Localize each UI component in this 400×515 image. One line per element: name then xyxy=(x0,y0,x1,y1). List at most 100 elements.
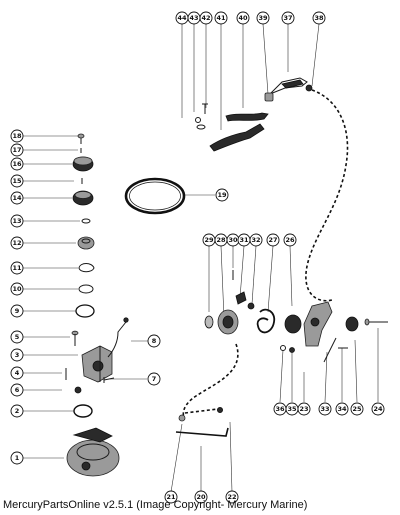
callout-31: 31 xyxy=(237,233,251,247)
callout-6: 6 xyxy=(10,383,24,397)
svg-text:32: 32 xyxy=(251,236,260,244)
svg-text:36: 36 xyxy=(275,405,285,413)
bushing-part-25 xyxy=(345,316,359,332)
callout-2: 2 xyxy=(10,404,24,418)
svg-text:43: 43 xyxy=(189,14,198,22)
housing-part-3 xyxy=(81,345,113,383)
svg-text:31: 31 xyxy=(239,236,249,244)
washer-part-44 xyxy=(196,124,206,130)
callout-13: 13 xyxy=(10,214,24,228)
callout-3: 3 xyxy=(10,348,24,362)
svg-text:11: 11 xyxy=(12,264,22,272)
callout-19: 19 xyxy=(215,188,229,202)
svg-text:3: 3 xyxy=(15,351,20,359)
svg-text:35: 35 xyxy=(287,405,297,413)
svg-text:44: 44 xyxy=(177,14,187,22)
nut-part-36 xyxy=(280,345,286,351)
svg-text:12: 12 xyxy=(12,239,21,247)
svg-text:25: 25 xyxy=(352,405,362,413)
svg-text:10: 10 xyxy=(12,285,22,293)
callout-28: 28 xyxy=(214,233,228,247)
callout-26: 26 xyxy=(283,233,297,247)
clip-part-21 xyxy=(178,414,186,422)
callout-11: 11 xyxy=(10,261,24,275)
callout-24: 24 xyxy=(371,402,385,416)
callout-42: 42 xyxy=(199,11,213,25)
callout-17: 17 xyxy=(10,143,24,157)
svg-text:42: 42 xyxy=(201,14,210,22)
callout-10: 10 xyxy=(10,282,24,296)
cable-end-part-38 xyxy=(305,84,313,92)
svg-text:26: 26 xyxy=(285,236,295,244)
drive-belt-part-19 xyxy=(124,177,186,215)
bushing-part-26 xyxy=(284,314,302,334)
callout-16: 16 xyxy=(10,157,24,171)
o-ring-part-13 xyxy=(81,218,91,224)
callout-14: 14 xyxy=(10,191,24,205)
svg-text:22: 22 xyxy=(227,493,236,501)
svg-text:38: 38 xyxy=(314,14,324,22)
screw-part-18 xyxy=(77,133,85,144)
gasket-part-2 xyxy=(73,404,93,418)
cable-to-fitting xyxy=(184,408,219,414)
svg-text:20: 20 xyxy=(196,493,206,501)
callout-21: 21 xyxy=(164,490,178,504)
svg-text:9: 9 xyxy=(15,307,20,315)
control-cable-dashed xyxy=(305,89,349,302)
svg-text:29: 29 xyxy=(204,236,214,244)
svg-text:39: 39 xyxy=(258,14,268,22)
callout-33: 33 xyxy=(318,402,332,416)
svg-text:33: 33 xyxy=(320,405,329,413)
svg-text:18: 18 xyxy=(12,132,22,140)
copyright-notice: MercuryPartsOnline v2.5.1 (Image Copyrig… xyxy=(3,499,308,511)
svg-text:13: 13 xyxy=(12,217,21,225)
throttle-cam-part-28 xyxy=(217,309,239,335)
callout-41: 41 xyxy=(214,11,228,25)
callout-29: 29 xyxy=(202,233,216,247)
callout-5: 5 xyxy=(10,330,24,344)
callout-38: 38 xyxy=(312,11,326,25)
callouts: 44 43 42 41 40 39 37 38 18 17 16 15 14 1… xyxy=(10,11,385,504)
callout-9: 9 xyxy=(10,304,24,318)
svg-text:30: 30 xyxy=(228,236,238,244)
callout-4: 4 xyxy=(10,366,24,380)
leader-lines xyxy=(23,23,379,493)
nut-part-12 xyxy=(77,236,95,250)
spring-part-27 xyxy=(256,308,276,334)
svg-text:6: 6 xyxy=(15,386,20,394)
knob-part-16 xyxy=(72,156,94,172)
svg-text:15: 15 xyxy=(12,177,22,185)
washer-part-35 xyxy=(289,347,295,353)
callout-27: 27 xyxy=(266,233,280,247)
washer-part-10 xyxy=(78,284,94,294)
motor-housing-part-1 xyxy=(66,427,120,477)
svg-text:17: 17 xyxy=(12,146,21,154)
screw-part-7 xyxy=(103,377,115,383)
svg-text:8: 8 xyxy=(152,337,157,345)
svg-text:5: 5 xyxy=(15,333,20,341)
washer-part-43 xyxy=(195,117,201,123)
svg-text:1: 1 xyxy=(15,454,20,462)
nut-part-32 xyxy=(247,302,255,310)
screw-part-24 xyxy=(364,318,388,326)
svg-text:41: 41 xyxy=(216,14,226,22)
svg-text:24: 24 xyxy=(373,405,383,413)
svg-text:16: 16 xyxy=(12,160,22,168)
callout-34: 34 xyxy=(335,402,349,416)
callout-8: 8 xyxy=(147,334,161,348)
callout-44: 44 xyxy=(175,11,189,25)
svg-text:27: 27 xyxy=(268,236,277,244)
callout-1: 1 xyxy=(10,451,24,465)
callout-18: 18 xyxy=(10,129,24,143)
callout-35: 35 xyxy=(285,402,299,416)
callout-20: 20 xyxy=(194,490,208,504)
callout-39: 39 xyxy=(256,11,270,25)
svg-text:7: 7 xyxy=(152,375,157,383)
svg-text:2: 2 xyxy=(15,407,20,415)
callout-30: 30 xyxy=(226,233,240,247)
svg-text:4: 4 xyxy=(15,369,20,377)
callout-36: 36 xyxy=(273,402,287,416)
callout-22: 22 xyxy=(225,490,239,504)
gear-part-14 xyxy=(72,190,94,206)
link-rod-part-20 xyxy=(175,427,229,437)
